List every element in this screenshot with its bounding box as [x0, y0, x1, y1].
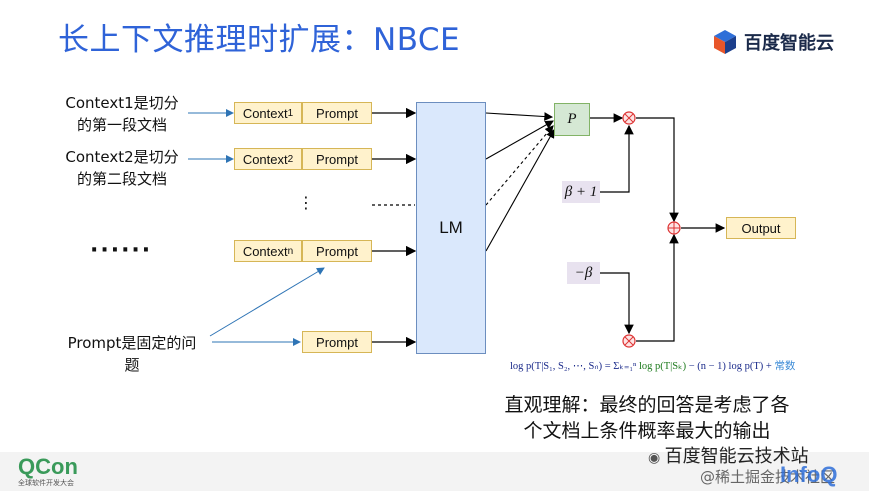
prompt2-box: Prompt: [302, 148, 372, 170]
brand-logo: 百度智能云: [712, 28, 834, 56]
context2-description-line1: Context2是切分: [65, 148, 179, 166]
lm-block: LM: [416, 102, 486, 354]
p-box: P: [554, 103, 590, 136]
nbce-formula: log p(T|S₁, S₂, ⋯, Sₙ) = Σₖ₌₁ⁿ log p(T|S…: [510, 358, 795, 373]
wechat-icon: ◉: [648, 450, 665, 466]
contextn-label: Context: [242, 243, 288, 259]
contextn-subscript: n: [287, 245, 294, 257]
promptn-box: Prompt: [302, 240, 372, 262]
context1-label: Context: [242, 105, 288, 121]
context1-description: Context1是切分 的第一段文档: [52, 92, 192, 136]
ellipsis: ······: [90, 238, 153, 263]
infoq-logo: InfoQ: [780, 462, 838, 487]
multiply-bottom-icon: [622, 334, 636, 348]
prompt-only-box: Prompt: [302, 331, 372, 353]
sum-icon: [667, 221, 681, 235]
explanation-line1: 直观理解：最终的回答是考虑了各: [504, 394, 790, 416]
output-box: Output: [726, 217, 796, 239]
context2-subscript: 2: [287, 153, 294, 165]
slide-title: 长上下文推理时扩展：NBCE: [58, 22, 461, 58]
context1-subscript: 1: [287, 107, 294, 119]
explanation-line2: 个文档上条件概率最大的输出: [523, 420, 771, 442]
footer-bar: [0, 452, 869, 491]
prompt-description: Prompt是固定的问 题: [52, 332, 212, 376]
watermark-primary: ◉ 百度智能云技术站: [648, 442, 809, 468]
formula-const: 常数: [774, 361, 796, 372]
context1-description-line1: Context1是切分: [65, 94, 179, 112]
prompt1-box: Prompt: [302, 102, 372, 124]
context1-description-line2: 的第一段文档: [76, 116, 167, 134]
watermark-primary-text: 百度智能云技术站: [664, 446, 809, 467]
neg-beta-coef: −β: [567, 262, 600, 284]
context2-label: Context: [242, 151, 288, 167]
prompt-description-line1: Prompt是固定的问: [67, 334, 197, 352]
qcon-subtitle: 全球软件开发大会: [18, 479, 74, 487]
baidu-cloud-icon: [714, 30, 736, 54]
context2-description-line2: 的第二段文档: [76, 170, 167, 188]
formula-term2: − (n − 1) log p(T) +: [686, 361, 775, 372]
formula-term1: log p(T|Sₖ): [636, 361, 687, 372]
qcon-logo-text: QCon: [18, 454, 78, 479]
explanation: 直观理解：最终的回答是考虑了各 个文档上条件概率最大的输出: [472, 392, 822, 444]
watermark-secondary: @稀土掘金技术社区: [700, 468, 836, 486]
prompt-description-line2: 题: [124, 356, 140, 374]
beta-plus-one-coef: β + 1: [562, 181, 600, 203]
brand-name: 百度智能云: [744, 33, 834, 54]
formula-lhs: log p(T|S₁, S₂, ⋯, Sₙ) =: [510, 361, 614, 372]
vertical-dots: ⋮: [298, 193, 314, 212]
qcon-logo: QCon 全球软件开发大会: [18, 456, 78, 488]
multiply-top-icon: [622, 111, 636, 125]
formula-sum: Σₖ₌₁ⁿ: [613, 361, 637, 372]
context2-description: Context2是切分 的第二段文档: [52, 146, 192, 190]
